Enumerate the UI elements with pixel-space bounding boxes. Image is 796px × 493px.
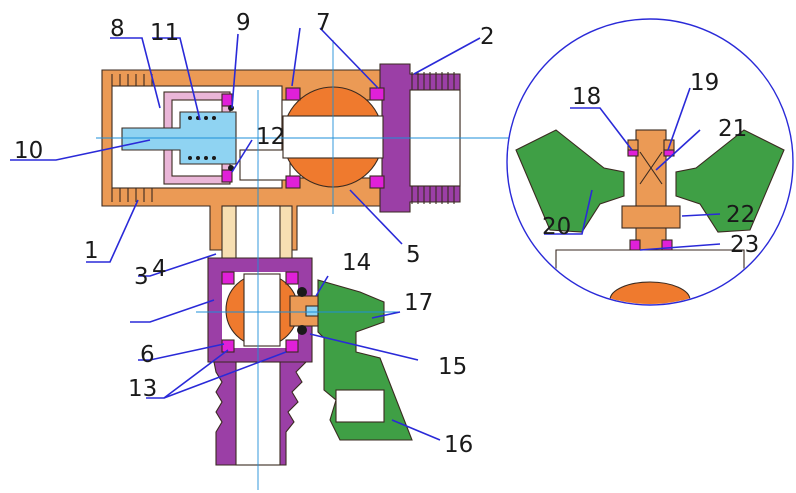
callout-7: 7 (316, 10, 331, 36)
check-seal-lower (221, 169, 233, 183)
spring-coils (188, 116, 216, 160)
callout-16: 16 (444, 432, 473, 458)
callout-19: 19 (690, 70, 719, 96)
callout-4: 4 (152, 256, 167, 282)
leader-lines (10, 27, 721, 441)
callout-8: 8 (110, 16, 125, 42)
callout-11: 11 (150, 20, 179, 46)
callout-22: 22 (726, 202, 755, 228)
callout-23: 23 (730, 232, 759, 258)
wing-handle (515, 129, 625, 233)
callout-20: 20 (542, 214, 571, 240)
callout-21: 21 (718, 116, 747, 142)
callout-10: 10 (14, 138, 43, 164)
detail-view-circle (506, 18, 794, 306)
ball-seat-right (369, 87, 385, 101)
ball-seat-left (285, 87, 301, 101)
callout-2: 2 (480, 24, 495, 50)
callout-9: 9 (236, 10, 251, 36)
inlet-thread-hatching (111, 74, 153, 202)
callout-17: 17 (404, 290, 433, 316)
callout-13: 13 (128, 376, 157, 402)
callout-1: 1 (84, 238, 99, 264)
callout-6: 6 (140, 342, 155, 368)
check-seal-upper (221, 93, 233, 107)
callout-numbers: 1 2 3 4 5 6 7 8 9 10 11 12 13 14 15 16 1… (14, 10, 759, 458)
thread-hatching (411, 72, 455, 204)
callout-15: 15 (438, 354, 467, 380)
callout-14: 14 (342, 250, 371, 276)
callout-5: 5 (406, 242, 421, 268)
callout-12: 12 (256, 124, 285, 150)
callout-18: 18 (572, 84, 601, 110)
callout-3: 3 (134, 264, 149, 290)
